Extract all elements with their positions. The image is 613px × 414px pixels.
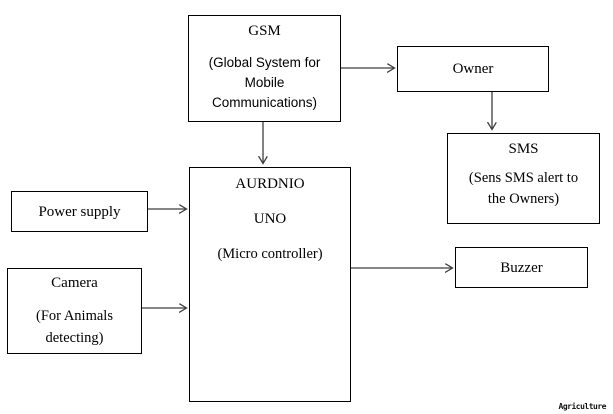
- node-buzzer: Buzzer: [455, 247, 588, 288]
- node-microcontroller-note: (Micro controller): [217, 246, 323, 262]
- node-camera-subtitle-line: (For Animals: [36, 308, 113, 324]
- node-camera-title: Camera: [51, 275, 98, 291]
- node-microcontroller: AURDNIO UNO (Micro controller): [189, 167, 351, 402]
- node-gsm: GSM (Global System for Mobile Communicat…: [188, 15, 341, 122]
- watermark-label: Agriculture: [558, 402, 607, 411]
- node-sms-subtitle-line: (Sens SMS alert to: [468, 170, 579, 186]
- node-owner: Owner: [397, 46, 549, 92]
- node-sms: SMS (Sens SMS alert to the Owners): [447, 133, 600, 224]
- node-gsm-subtitle-line: (Global System for: [208, 55, 321, 70]
- node-gsm-title: GSM: [248, 23, 281, 39]
- node-power-supply: Power supply: [11, 191, 148, 232]
- node-sms-subtitle-line: the Owners): [487, 191, 560, 207]
- node-gsm-subtitle-line: Mobile: [244, 75, 285, 90]
- node-owner-title: Owner: [452, 61, 494, 77]
- node-microcontroller-title: AURDNIO: [235, 176, 305, 192]
- node-gsm-subtitle-line: Communications): [211, 95, 318, 110]
- node-sms-title: SMS: [508, 141, 539, 157]
- node-microcontroller-title2: UNO: [253, 211, 287, 227]
- node-buzzer-title: Buzzer: [500, 259, 543, 276]
- node-camera-subtitle-line: detecting): [45, 330, 104, 346]
- node-camera: Camera (For Animals detecting): [7, 268, 142, 354]
- node-power-supply-title: Power supply: [38, 203, 121, 220]
